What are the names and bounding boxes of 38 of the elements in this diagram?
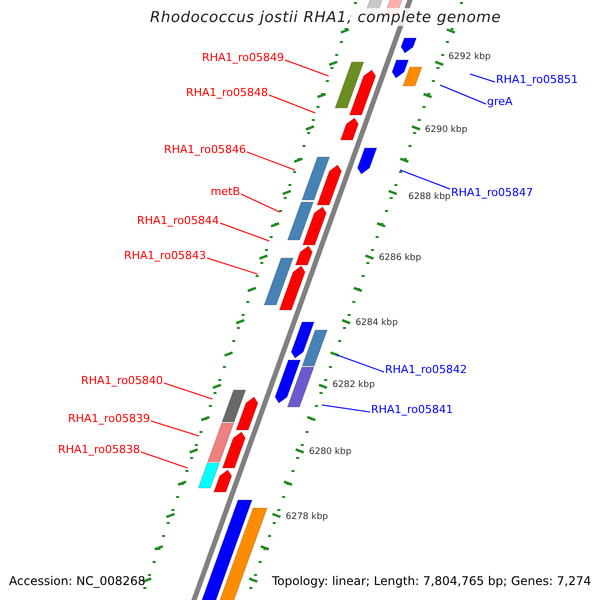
gene-label: greA xyxy=(487,95,513,108)
genome-summary-text: Topology: linear; Length: 7,804,765 bp; Genes: 7,274 xyxy=(272,574,592,589)
scale-label: 6282 kbp xyxy=(332,380,375,391)
leader-line xyxy=(268,94,316,114)
leader-line xyxy=(284,60,330,76)
leader-line xyxy=(150,420,200,436)
gene-label: RHA1_ro05843 xyxy=(124,249,206,262)
leader-line xyxy=(322,404,370,412)
leader-line xyxy=(440,84,486,104)
gene-label: RHA1_ro05849 xyxy=(202,51,284,64)
gene-label: RHA1_ro05841 xyxy=(371,403,453,416)
scale-label: 6284 kbp xyxy=(355,318,398,329)
gene-label: RHA1_ro05839 xyxy=(68,412,150,425)
gene-label: RHA1_ro05844 xyxy=(137,214,219,227)
scale-label: 6278 kbp xyxy=(286,512,328,523)
leader-line xyxy=(246,152,296,170)
leader-line xyxy=(240,194,280,212)
leader-line xyxy=(164,382,213,400)
scale-label: 6286 kbp xyxy=(378,253,422,264)
accession-text: Accession: NC_008268 xyxy=(9,574,146,589)
scale-label: 6292 kbp xyxy=(448,52,491,63)
gene-label: RHA1_ro05848 xyxy=(186,86,268,99)
gene-label: RHA1_ro05840 xyxy=(81,374,163,387)
scale-label: 6288 kbp xyxy=(408,192,451,203)
scale-label: 6280 kbp xyxy=(309,447,352,458)
leader-line xyxy=(140,452,188,468)
scale-label: 6290 kbp xyxy=(424,125,468,136)
leader-line xyxy=(220,222,270,242)
leader-line xyxy=(400,170,450,190)
gene-label: RHA1_ro05842 xyxy=(385,363,467,376)
leader-line xyxy=(336,354,384,372)
gene-label: RHA1_ro05851 xyxy=(496,73,578,86)
leader-line xyxy=(470,74,496,82)
leader-line xyxy=(206,258,258,274)
gene-label: RHA1_ro05846 xyxy=(164,143,246,156)
gene-label: RHA1_ro05847 xyxy=(451,186,533,199)
gene-label: RHA1_ro05838 xyxy=(58,443,140,456)
gene-label: metB xyxy=(210,185,240,198)
